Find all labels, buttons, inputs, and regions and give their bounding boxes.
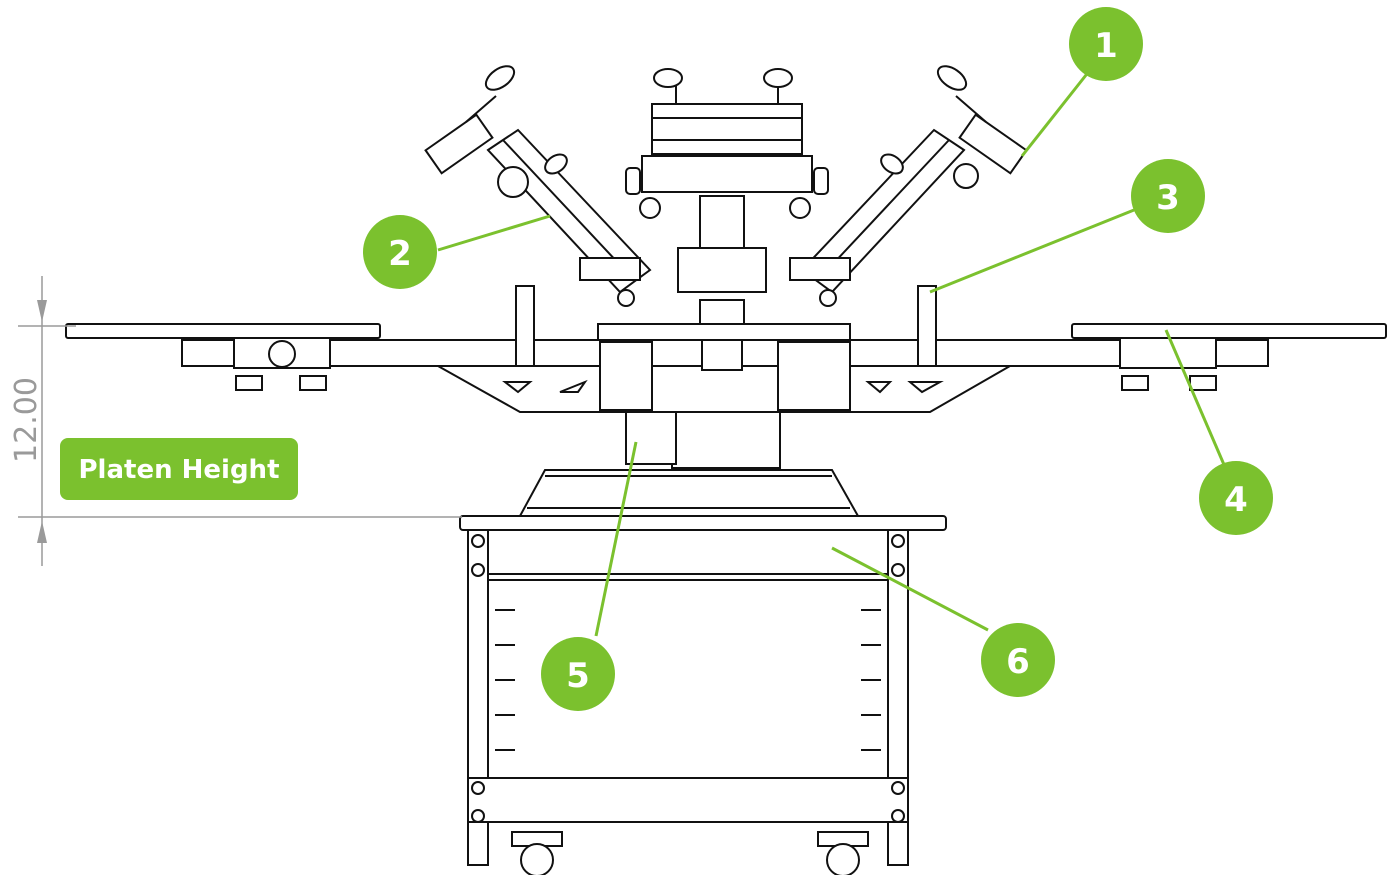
callout-number: 1 — [1094, 26, 1118, 66]
callout-circle — [981, 623, 1055, 697]
callout-leader-2 — [437, 214, 551, 252]
platen-height-badge: Platen Height — [60, 438, 298, 500]
base-cone — [518, 469, 860, 517]
callout-circle — [1069, 7, 1143, 81]
callout-circle — [1199, 461, 1273, 535]
callouts — [437, 69, 1230, 637]
callout-leader-4 — [1164, 329, 1230, 475]
right-print-arm — [789, 65, 1028, 307]
callout-number: 5 — [566, 656, 590, 696]
callout-circle — [1131, 159, 1205, 233]
callout-number: 2 — [388, 234, 412, 274]
callout-6: 6 — [981, 623, 1055, 697]
left-print-arm — [424, 65, 652, 307]
callout-leader-5 — [594, 441, 638, 637]
callout-3: 3 — [1131, 159, 1205, 233]
dimension-arrow-top — [37, 300, 47, 322]
main-arm — [181, 285, 1269, 413]
callout-leader-1 — [1020, 69, 1092, 157]
callout-2: 2 — [363, 215, 437, 289]
badge-label: Platen Height — [79, 455, 280, 485]
right-platen — [1071, 323, 1387, 391]
callout-1: 1 — [1069, 7, 1143, 81]
callout-number: 4 — [1224, 480, 1248, 520]
callout-4: 4 — [1199, 461, 1273, 535]
callout-circle — [541, 637, 615, 711]
callout-circle — [363, 215, 437, 289]
center-print-head — [625, 68, 829, 219]
callout-leader-6 — [831, 546, 989, 632]
callout-number: 6 — [1006, 642, 1030, 682]
dimension-arrow-bottom — [37, 521, 47, 543]
left-platen — [65, 323, 381, 391]
platen-height-dimension — [18, 276, 462, 566]
callout-leader-3 — [929, 208, 1135, 294]
callout-number: 3 — [1156, 178, 1180, 218]
callout-5: 5 — [541, 637, 615, 711]
badge-background — [60, 438, 298, 500]
dimension-value: 12.00 — [9, 377, 44, 463]
